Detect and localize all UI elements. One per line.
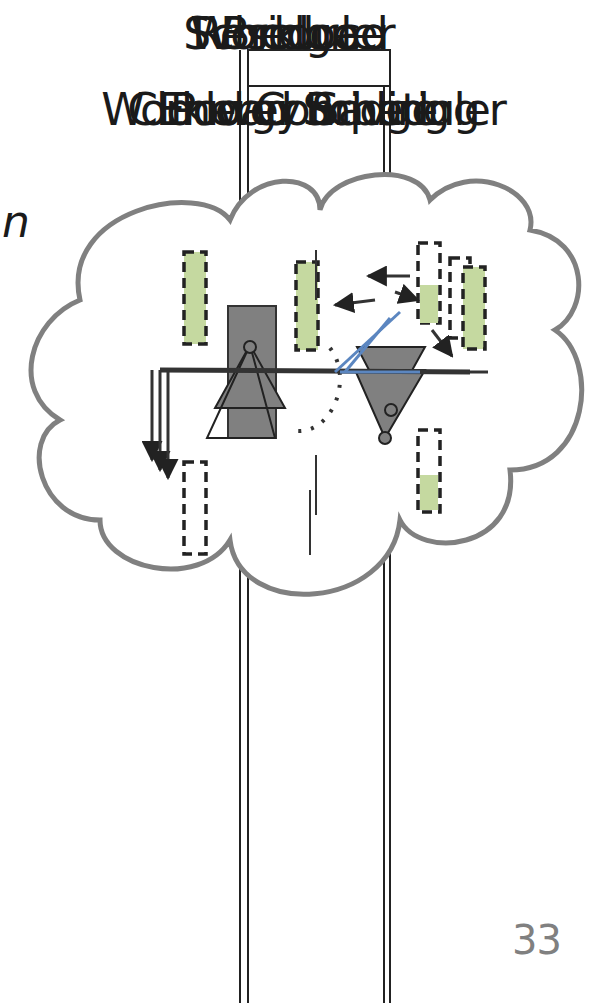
vm-boxes <box>184 243 485 554</box>
server-symbols <box>207 306 425 444</box>
subtitle-phrase: Power Bridge <box>170 88 436 132</box>
title-word: Bridge <box>220 12 357 56</box>
wires <box>152 250 488 555</box>
migration-lines <box>335 312 420 372</box>
cut-off-letter: n <box>2 200 29 244</box>
page-number: 33 <box>512 920 561 960</box>
cloud-outline <box>31 175 582 595</box>
